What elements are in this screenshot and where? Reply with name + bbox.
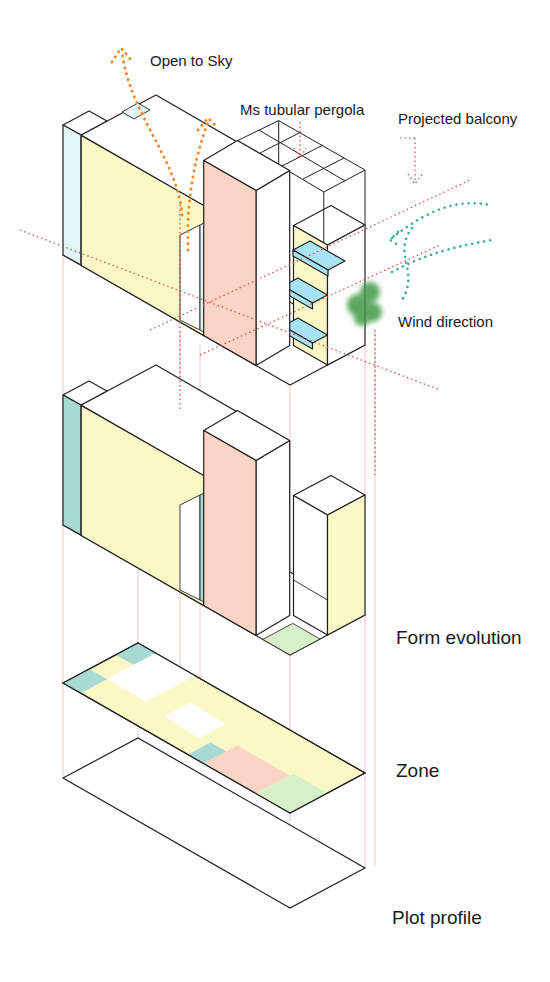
wind-arrows [390, 203, 492, 300]
tree-symbol [347, 282, 382, 326]
form-evolution-model [63, 365, 365, 655]
level-label: Zone [396, 760, 439, 783]
zone-slab [63, 643, 365, 813]
callout-label: Wind direction [398, 313, 493, 331]
level-label: Form evolution [396, 627, 522, 650]
callout-label: Projected balcony [398, 110, 517, 128]
sky-arrows [112, 48, 218, 250]
axis-lines [20, 122, 470, 475]
callout-label: Open to Sky [150, 52, 233, 70]
callout-label: Ms tubular pergola [240, 101, 364, 119]
level-label: Plot profile [392, 907, 482, 930]
final-form-model [63, 95, 365, 385]
